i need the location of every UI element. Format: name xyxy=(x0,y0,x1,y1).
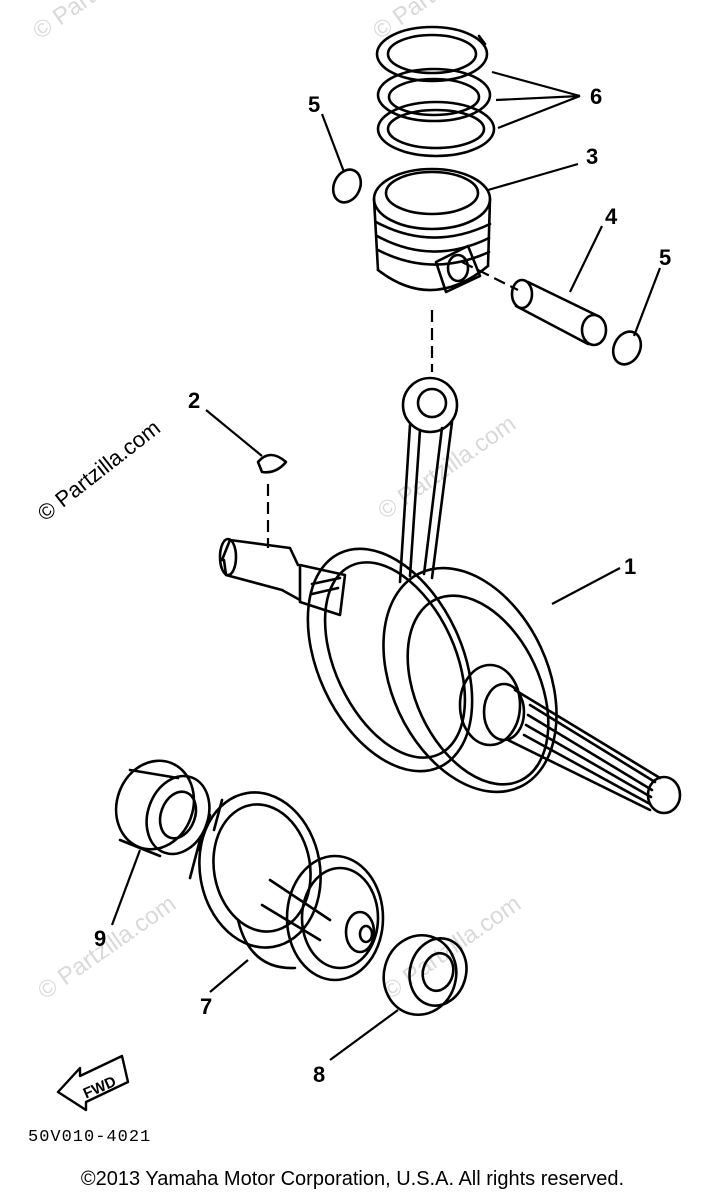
callout-9: 9 xyxy=(94,926,106,951)
copyright-notice: ©2013 Yamaha Motor Corporation, U.S.A. A… xyxy=(80,1168,625,1190)
drawing-code: 50V010-4021 xyxy=(28,1128,152,1147)
watermark-text: © Partzilla.com xyxy=(378,890,526,1005)
leader-lines xyxy=(110,70,662,1061)
piston-rings xyxy=(375,25,496,158)
woodruff-key xyxy=(256,453,288,474)
callout-7: 7 xyxy=(200,994,212,1019)
balancer-shaft xyxy=(188,791,385,982)
callout-1: 1 xyxy=(624,554,636,579)
piston xyxy=(372,167,492,294)
callout-2: 2 xyxy=(188,388,200,413)
fwd-arrow: FWD xyxy=(56,1054,130,1112)
watermarks-faint: © Partzilla.com © Partzilla.com © Partzi… xyxy=(28,0,526,1005)
fwd-label: FWD xyxy=(81,1073,119,1102)
circlip xyxy=(611,330,643,366)
watermark-text: © Partzilla.com xyxy=(28,0,176,45)
crankshaft xyxy=(218,537,682,815)
callout-3: 3 xyxy=(586,144,598,169)
watermark-text: © Partzilla.com xyxy=(368,0,516,45)
callouts: 6 5 3 4 5 2 1 9 7 8 xyxy=(94,84,671,1087)
callout-8: 8 xyxy=(313,1062,325,1087)
piston-pin xyxy=(510,278,608,347)
callout-5: 5 xyxy=(308,92,320,117)
circlip xyxy=(331,168,363,204)
connecting-rod xyxy=(398,376,459,584)
watermark-text-strong: © Partzilla.com xyxy=(33,415,165,526)
bearing-right xyxy=(382,933,468,1017)
callout-4: 4 xyxy=(605,204,618,229)
callout-5: 5 xyxy=(659,245,671,270)
watermark-text: © Partzilla.com xyxy=(33,890,181,1005)
alignment-lines xyxy=(266,261,519,548)
bearing-left xyxy=(114,759,211,858)
callout-6: 6 xyxy=(590,84,602,109)
